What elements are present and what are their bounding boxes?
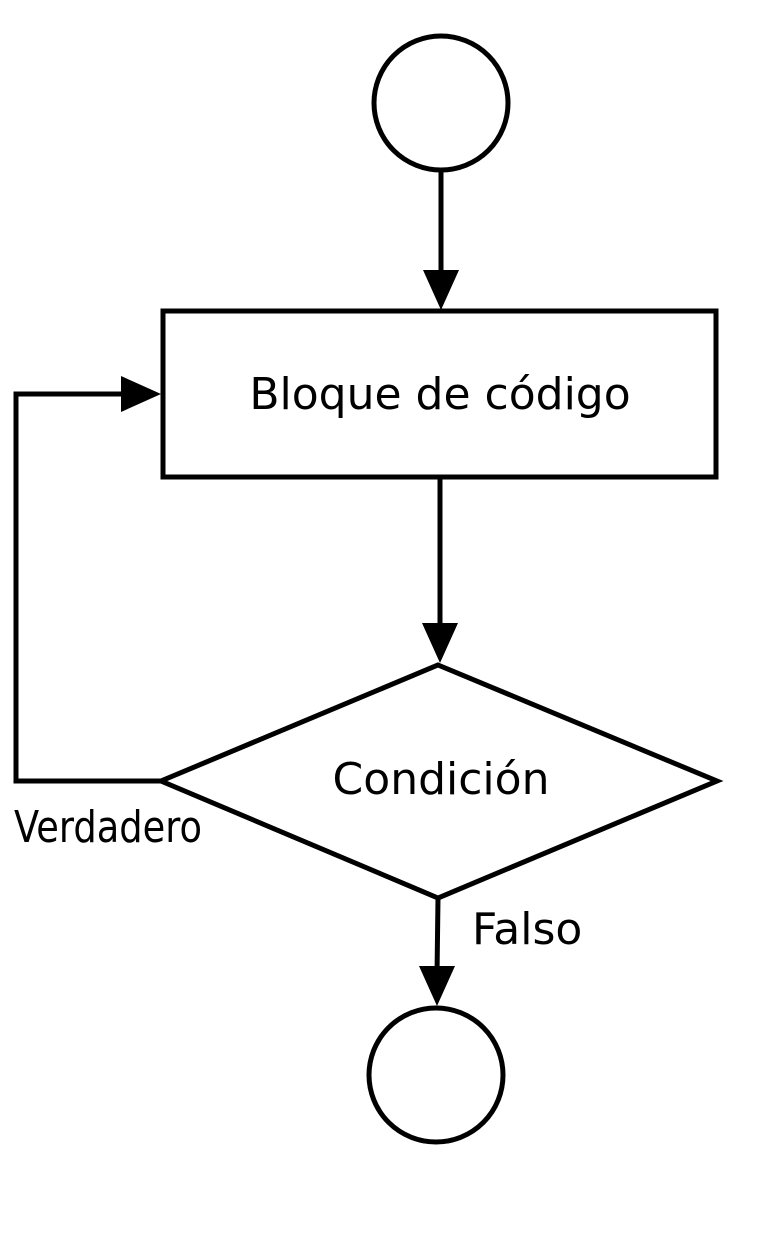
edge-label-true: Verdadero xyxy=(14,802,202,853)
arrowhead-down xyxy=(422,623,458,663)
arrowhead-down xyxy=(423,270,459,310)
edge-label-false: Falso xyxy=(472,904,582,955)
decision-node[interactable]: Condición xyxy=(154,662,724,901)
edge-start-to-process xyxy=(423,170,459,310)
edge-process-to-decision xyxy=(422,477,458,663)
process-label: Bloque de código xyxy=(249,369,630,420)
process-node[interactable]: Bloque de código xyxy=(160,308,719,480)
end-node[interactable] xyxy=(366,1005,506,1145)
arrowhead-right xyxy=(121,376,161,412)
edge-decision-false: Falso xyxy=(419,897,582,1006)
arrowhead-down xyxy=(419,966,455,1006)
edge-decision-true: Verdadero xyxy=(13,376,202,853)
decision-label: Condición xyxy=(333,754,550,805)
start-node[interactable] xyxy=(371,33,511,173)
